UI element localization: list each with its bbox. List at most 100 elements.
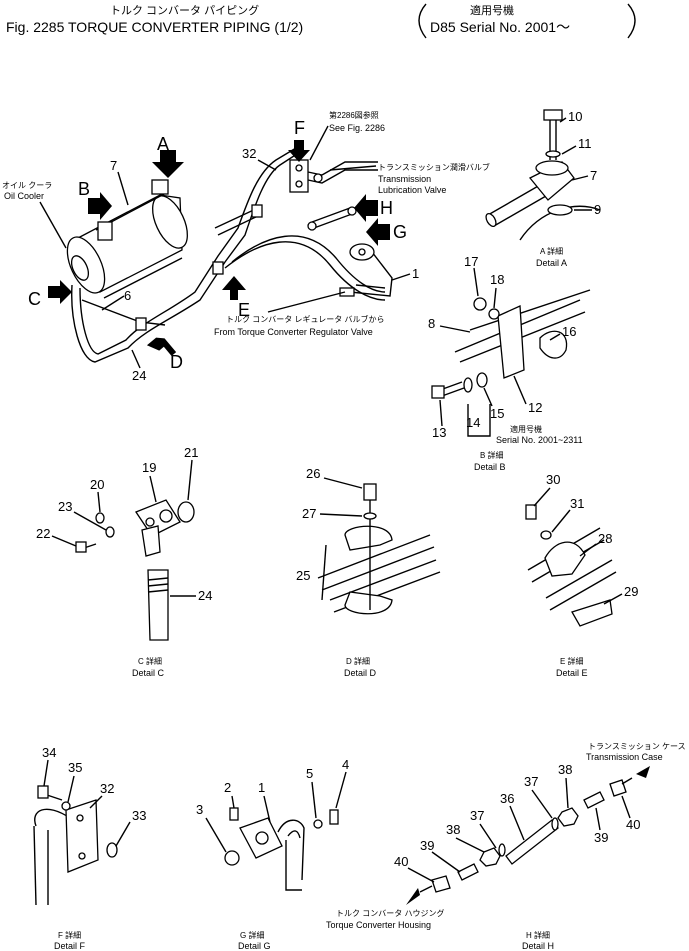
part-number: 9 xyxy=(594,202,601,217)
callout-letter-d: D xyxy=(170,352,183,372)
part-number: 13 xyxy=(432,425,446,440)
tc-housing-label: Torque Converter Housing xyxy=(326,920,431,930)
piping xyxy=(71,147,393,363)
part-number: 31 xyxy=(570,496,584,511)
detail-d-title: Detail D xyxy=(344,668,377,678)
part-number: 25 xyxy=(296,568,310,583)
part-number: 32 xyxy=(100,781,114,796)
callout-letter-h: H xyxy=(380,198,393,218)
part-number: 12 xyxy=(528,400,542,415)
part-number: 8 xyxy=(428,316,435,331)
part-number: 28 xyxy=(598,531,612,546)
part-number: 33 xyxy=(132,808,146,823)
part-number: 1 xyxy=(258,780,265,795)
see-fig-label-jp: 第2286図参照 xyxy=(329,110,379,120)
arrow-h-icon xyxy=(354,194,378,222)
part-number: 35 xyxy=(68,760,82,775)
part-number: 10 xyxy=(568,109,582,124)
part-number: 11 xyxy=(578,136,592,151)
trans-lube-label-jp: トランスミッション潤滑バルブ xyxy=(378,162,490,172)
part-number: 4 xyxy=(342,757,349,772)
part-number: 24 xyxy=(132,368,146,383)
part-number: 39 xyxy=(420,838,434,853)
title-jp: トルク コンバータ パイピング xyxy=(110,3,259,17)
callout-letter-f: F xyxy=(294,118,305,138)
oil-cooler xyxy=(66,179,188,299)
detail-a-title-jp: A 詳細 xyxy=(540,246,563,256)
part-number: 5 xyxy=(306,766,313,781)
part-number: 15 xyxy=(490,406,504,421)
tc-housing-label-jp: トルク コンバータ ハウジング xyxy=(336,908,444,918)
part-number: 32 xyxy=(242,146,256,161)
part-number: 3 xyxy=(196,802,203,817)
detail-d-title-jp: D 詳細 xyxy=(346,656,370,666)
detail-b-serial-jp: 適用号機 xyxy=(510,424,542,434)
detail-b-serial: Serial No. 2001~2311 xyxy=(496,435,583,445)
detail-f-title: Detail F xyxy=(54,941,86,951)
part-number: 24 xyxy=(198,588,212,603)
part-number: 2 xyxy=(224,780,231,795)
detail-h-title: Detail H xyxy=(522,941,554,951)
serial-jp: 適用号機 xyxy=(470,3,514,17)
fitting-h xyxy=(307,206,357,231)
detail-f: 34 35 32 33 F 詳細 Detail F xyxy=(33,745,146,951)
detail-f-title-jp: F 詳細 xyxy=(58,930,81,940)
part-number: 17 xyxy=(464,254,478,269)
detail-b-title-jp: B 詳細 xyxy=(480,450,504,460)
part-number: 6 xyxy=(124,288,131,303)
part-number: 36 xyxy=(500,791,514,806)
detail-a: 10 11 7 9 A 詳細 Detail A xyxy=(485,109,601,268)
part-number: 38 xyxy=(558,762,572,777)
part-number: 18 xyxy=(490,272,504,287)
fitting-f xyxy=(289,159,378,193)
detail-g-title: Detail G xyxy=(238,941,271,951)
detail-c: 21 19 20 23 22 24 C 詳細 Detail C xyxy=(36,445,212,678)
callout-letter-c: C xyxy=(28,289,41,309)
oil-cooler-label: Oil Cooler xyxy=(4,191,44,201)
part-number: 26 xyxy=(306,466,320,481)
arrow-b-icon xyxy=(88,192,112,220)
arrow-a-icon xyxy=(152,150,184,178)
part-number: 29 xyxy=(624,584,638,599)
detail-e-title-jp: E 詳細 xyxy=(560,656,584,666)
part-number: 22 xyxy=(36,526,50,541)
callout-letter-b: B xyxy=(78,179,90,199)
part-number: 23 xyxy=(58,499,72,514)
part-number: 37 xyxy=(524,774,538,789)
page-title: Fig. 2285 TORQUE CONVERTER PIPING (1/2) xyxy=(6,19,303,35)
arrow-c-icon xyxy=(48,280,72,304)
part-number: 7 xyxy=(110,158,117,173)
detail-e-title: Detail E xyxy=(556,668,588,678)
from-reg-label-jp: トルク コンバータ レギュレータ バルブから xyxy=(226,314,385,324)
detail-h: 38 37 36 39 40 37 38 39 40 トランスミッション ケース… xyxy=(326,742,686,951)
arrow-g-icon xyxy=(366,218,390,246)
detail-h-title-jp: H 詳細 xyxy=(526,930,550,940)
part-number: 20 xyxy=(90,477,104,492)
trans-lube-label: Transmission xyxy=(378,174,431,184)
detail-g-title-jp: G 詳細 xyxy=(240,930,264,940)
main-assembly: A B C D E F G H 32 7 6 24 1 オイル クーラ Oil … xyxy=(2,110,490,383)
part-number: 34 xyxy=(42,745,56,760)
part-number: 7 xyxy=(590,168,597,183)
detail-d: 26 27 25 D 詳細 Detail D xyxy=(296,466,441,678)
arrow-d-icon xyxy=(146,337,177,356)
detail-c-title-jp: C 詳細 xyxy=(138,656,162,666)
fitting-g xyxy=(349,243,375,261)
callout-letter-e: E xyxy=(238,300,250,320)
arrow-f-icon xyxy=(288,140,310,162)
serial-range: D85 Serial No. 2001～ xyxy=(430,19,570,35)
see-fig-label: See Fig. 2286 xyxy=(329,123,385,133)
part-number: 19 xyxy=(142,460,156,475)
part-number: 27 xyxy=(302,506,316,521)
trans-lube-label: Lubrication Valve xyxy=(378,185,446,195)
callout-letter-a: A xyxy=(157,134,169,154)
arrow-left-icon xyxy=(406,888,420,905)
detail-c-title: Detail C xyxy=(132,668,165,678)
callout-letter-g: G xyxy=(393,222,407,242)
from-reg-label: From Torque Converter Regulator Valve xyxy=(214,327,373,337)
part-number: 40 xyxy=(626,817,640,832)
detail-b-title: Detail B xyxy=(474,462,506,472)
part-number: 21 xyxy=(184,445,198,460)
